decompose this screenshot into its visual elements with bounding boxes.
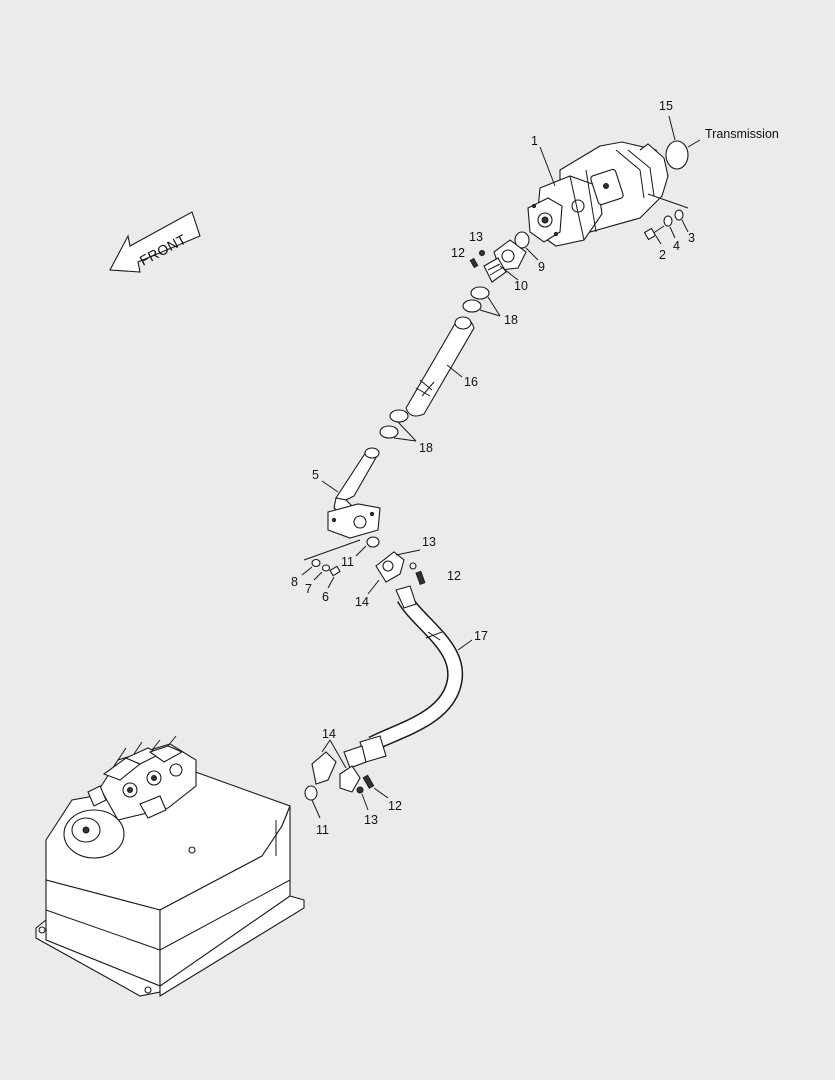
- pressure-hose-17: [343, 585, 464, 769]
- callout-2: 2: [659, 248, 666, 262]
- o-ring-9: [514, 231, 530, 249]
- callout-4: 4: [673, 239, 680, 253]
- callout-12-mid: 12: [447, 569, 461, 583]
- callout-6: 6: [322, 590, 329, 604]
- callout-10: 10: [514, 279, 528, 293]
- callout-13-mid: 13: [422, 535, 436, 549]
- callout-13-top: 13: [469, 230, 483, 244]
- control-valve: [87, 735, 197, 821]
- transmission-o-ring: [665, 140, 689, 170]
- callout-8: 8: [291, 575, 298, 589]
- transmission-label: Transmission: [705, 127, 779, 141]
- callout-5: 5: [312, 468, 319, 482]
- suction-hose-16: [405, 316, 475, 417]
- callout-11-upper: 11: [341, 555, 354, 569]
- callout-14-mid: 14: [355, 595, 369, 609]
- suction-tube-5: [327, 447, 381, 539]
- callout-16: 16: [464, 375, 478, 389]
- tube-mount-hardware: [301, 539, 361, 589]
- bolt-washer-bottom: [356, 774, 375, 794]
- callout-12-top: 12: [451, 246, 465, 260]
- callout-9: 9: [538, 260, 545, 274]
- callout-11-bottom: 11: [316, 823, 329, 837]
- bolt-washer-top: [469, 250, 485, 269]
- callout-14-bottom: 14: [322, 727, 336, 741]
- hose-clamps-upper: [462, 286, 490, 313]
- split-flange-14-mid: [375, 551, 405, 583]
- split-flange-14-bottom: [311, 751, 361, 793]
- hydraulic-pump: [527, 141, 669, 247]
- callout-1: 1: [531, 134, 538, 148]
- callout-12-bottom: 12: [388, 799, 402, 813]
- callout-18-lower: 18: [419, 441, 433, 455]
- front-direction-arrow: FRONT: [109, 211, 201, 273]
- callout-7: 7: [305, 582, 312, 596]
- bolt-washer-mid: [395, 549, 426, 585]
- flange-fitting-10: [483, 239, 527, 283]
- callout-17: 17: [474, 629, 488, 643]
- hydraulic-tank: [35, 756, 305, 997]
- o-ring-11-upper: [366, 536, 380, 548]
- callout-18-upper: 18: [504, 313, 518, 327]
- callout-15: 15: [659, 99, 673, 113]
- callout-13-bottom: 13: [364, 813, 378, 827]
- o-ring-11-bottom: [304, 785, 318, 801]
- hose-clamps-lower: [379, 409, 409, 439]
- callout-3: 3: [688, 231, 695, 245]
- pump-mount-hardware: [643, 193, 689, 245]
